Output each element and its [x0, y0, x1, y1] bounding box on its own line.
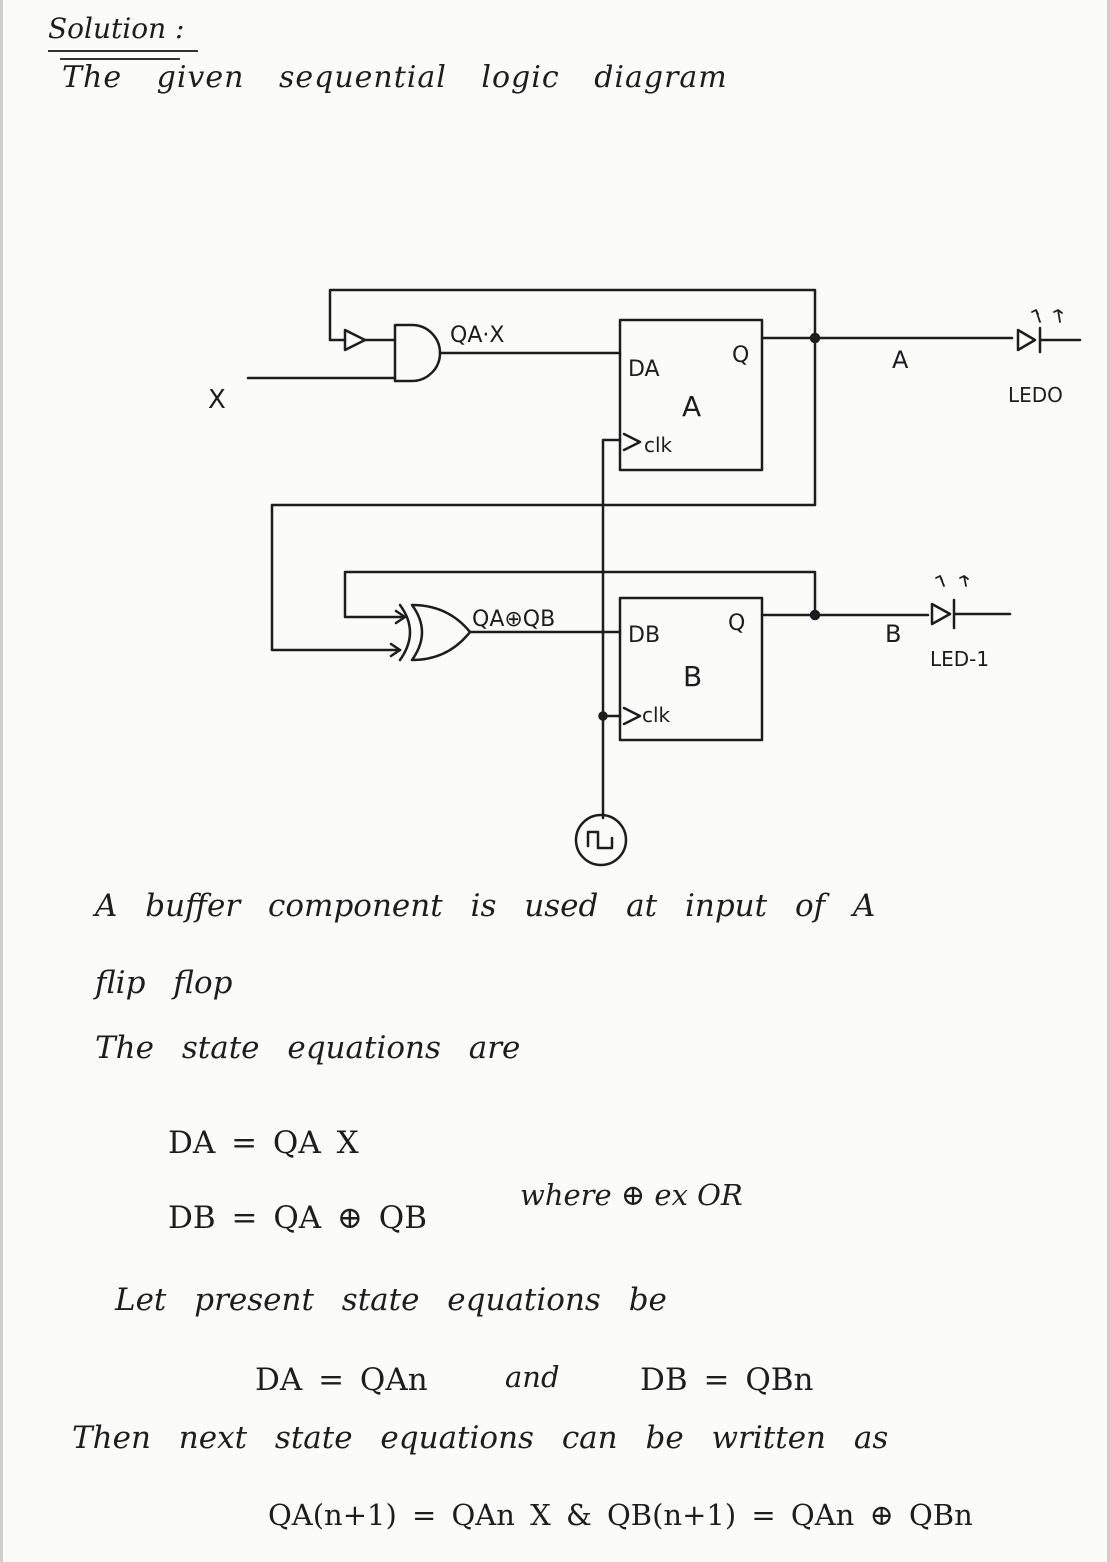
- xor-note: where ⊕ ex OR: [520, 1178, 743, 1212]
- and-gate: [393, 323, 442, 383]
- clock-triangle-a: [622, 432, 642, 452]
- led1-label: LED-1: [930, 647, 989, 671]
- ff-b-clk-label: clk: [642, 703, 671, 727]
- feedback-wire-b: [343, 570, 817, 619]
- equation-da: DA = QA X: [168, 1125, 359, 1161]
- feedback-wire-a: [328, 288, 817, 342]
- ff-b-d-label: DB: [628, 623, 660, 648]
- buffer-note-line2: flip flop: [95, 965, 233, 1001]
- output-b-label: B: [885, 620, 901, 648]
- xor-output-label: QA⊕QB: [472, 607, 555, 632]
- xor-input-arrow-b: [394, 609, 407, 625]
- sequential-logic-diagram: X QA·X DA Q A clk A LEDO QA⊕QB DB Q B cl…: [208, 288, 1082, 867]
- ff-a-clk-label: clk: [644, 433, 673, 457]
- equation-db-present: DB = QBn: [640, 1362, 814, 1398]
- present-state-intro: Let present state equations be: [115, 1282, 667, 1318]
- buffer-gate: [343, 328, 367, 352]
- equation-db: DB = QA ⊕ QB: [168, 1200, 427, 1236]
- flip-flop-a: [618, 318, 764, 472]
- heading-underline: [48, 50, 198, 52]
- and-output-label: QA·X: [450, 323, 504, 348]
- led0-diode: [1016, 326, 1082, 354]
- ff-a-name: A: [682, 390, 701, 423]
- ff-a-d-label: DA: [628, 357, 660, 382]
- clock-source: [574, 813, 628, 867]
- ff-b-name: B: [683, 660, 702, 693]
- led0-light-arrows: [1031, 309, 1063, 323]
- ff-b-q-label: Q: [728, 611, 745, 636]
- output-a-label: A: [892, 346, 909, 374]
- junction-b: [809, 609, 821, 621]
- page-edge-left: [0, 0, 3, 1562]
- page-edge-right: [1107, 0, 1110, 1562]
- equation-da-present: DA = QAn: [255, 1362, 428, 1398]
- feedback-wire-a-to-xor: [270, 336, 817, 652]
- next-state-intro: Then next state equations can be written…: [72, 1420, 889, 1456]
- xor-gate-input-arc: [398, 603, 412, 662]
- intro-text: The given sequential logic diagram: [62, 60, 728, 95]
- flip-flop-b: [618, 596, 764, 742]
- and-word: and: [505, 1360, 560, 1394]
- xor-gate: [410, 603, 472, 662]
- next-state-equations: QA(n+1) = QAn X & QB(n+1) = QAn ⊕ QBn: [268, 1498, 973, 1532]
- clock-junction: [598, 711, 608, 721]
- input-x-label: X: [208, 385, 226, 415]
- clock-wire: [601, 438, 622, 820]
- buffer-note-line1: A buffer component is used at input of A: [95, 888, 876, 924]
- clock-pulse-icon: [586, 830, 614, 850]
- state-equations-intro: The state equations are: [95, 1030, 521, 1066]
- led0-label: LEDO: [1008, 383, 1063, 407]
- xor-input-arrow-a: [389, 642, 402, 658]
- led1-light-arrows: [935, 575, 969, 587]
- solution-heading: Solution :: [48, 12, 185, 45]
- ff-a-q-label: Q: [732, 343, 749, 368]
- led1-diode: [930, 598, 1012, 630]
- clock-triangle-b: [622, 706, 642, 726]
- heading-underline-2: [60, 58, 180, 60]
